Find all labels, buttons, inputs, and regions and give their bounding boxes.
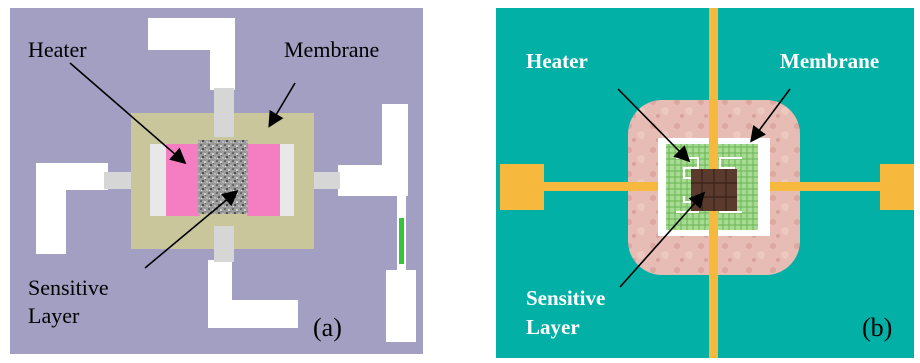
sensitive-label-b-line1: Sensitive: [526, 286, 605, 310]
heater-arrow-b: [617, 88, 691, 163]
trace-top: [214, 88, 234, 118]
panel-a: Heater Membrane Sensitive Layer (a): [10, 8, 423, 354]
membrane-arrow-b: [750, 88, 791, 143]
membrane-label-a: Membrane: [284, 37, 379, 62]
heater-right: [247, 144, 280, 216]
panel-a-tag: (a): [313, 313, 342, 342]
trace-right-b: [768, 182, 880, 191]
membrane-arrow-a: [268, 82, 296, 128]
sensitive-arrow-b: [619, 191, 706, 288]
sensitive-label-a-line1: Sensitive: [28, 275, 109, 300]
side-resistor: [399, 218, 404, 264]
side-pad: [386, 270, 416, 342]
heater-left: [166, 144, 200, 216]
pad-left: [36, 163, 108, 254]
pad-left-b: [500, 164, 544, 210]
heater-meander-b: [676, 157, 742, 213]
panel-b-tag: (b): [862, 313, 892, 342]
panel-b: Heater Membrane Sensitive Layer (b): [496, 8, 914, 358]
sensitive-label-a-line2: Layer: [28, 303, 80, 328]
electrode-right: [278, 144, 294, 216]
pad-bottom: [208, 260, 298, 328]
sensitive-arrow-a: [144, 189, 239, 269]
heater-label-a: Heater: [28, 37, 87, 62]
heater-label-b: Heater: [526, 49, 588, 73]
electrode-left: [150, 144, 168, 216]
pad-right: [338, 104, 408, 196]
pad-right-b: [880, 164, 914, 210]
pad-top: [148, 18, 235, 90]
heater-arrow-a: [69, 62, 187, 165]
trace-left-b: [544, 182, 660, 191]
membrane-label-b: Membrane: [780, 49, 879, 73]
sensitive-label-b-line2: Layer: [526, 315, 580, 339]
